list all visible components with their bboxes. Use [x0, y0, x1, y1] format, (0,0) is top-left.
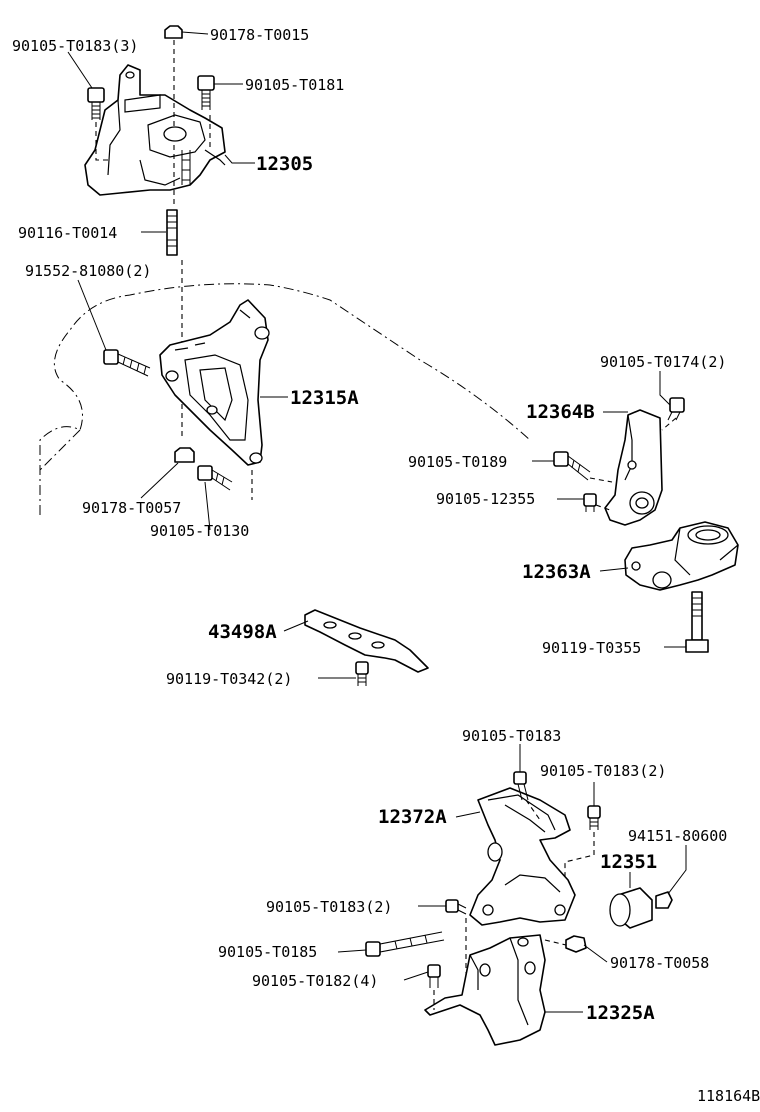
label-90105-T0183-lower: 90105-T0183 [462, 727, 561, 745]
label-90105-T0183-3: 90105-T0183(3) [12, 37, 138, 55]
plate-43498A[interactable] [304, 609, 429, 673]
label-12351: 12351 [600, 851, 657, 873]
align-line-rear-1 [595, 504, 611, 511]
bracket-12325A[interactable] [424, 934, 546, 1046]
stud-center [181, 150, 191, 185]
bracket-12372A[interactable] [469, 787, 576, 926]
diagram-id: 118164B [697, 1087, 760, 1105]
bolt-90105-T0189[interactable] [553, 451, 591, 481]
nut-94151-80600[interactable] [655, 891, 673, 909]
label-90105-T0182-4: 90105-T0182(4) [252, 972, 378, 990]
bolt-90105-T0174[interactable] [667, 397, 685, 421]
bolt-90105-12355[interactable] [583, 493, 597, 512]
label-90105-T0174-2: 90105-T0174(2) [600, 353, 726, 371]
bolt-91552-81080[interactable] [103, 349, 151, 377]
label-91552-81080-2: 91552-81080(2) [25, 262, 151, 280]
bolt-90105-T0183-lower[interactable] [513, 771, 529, 801]
align-line-lower-1 [564, 832, 595, 880]
nut-90178-T0057[interactable] [174, 447, 195, 463]
label-90119-T0355: 90119-T0355 [542, 639, 641, 657]
bolt-90105-T0183-upper[interactable] [87, 87, 105, 120]
align-line-rear-3 [589, 477, 613, 483]
label-90105-T0189: 90105-T0189 [408, 453, 507, 471]
label-90178-T0015: 90178-T0015 [210, 26, 309, 44]
engine-outline-left [39, 429, 81, 471]
label-90105-12355: 90105-12355 [436, 490, 535, 508]
label-12364B: 12364B [526, 401, 595, 423]
bolt-90119-T0355[interactable] [685, 591, 709, 653]
label-90105-T0183-2-upper: 90105-T0183(2) [540, 762, 666, 780]
label-90119-T0342-2: 90119-T0342(2) [166, 670, 292, 688]
bolt-90105-T0185[interactable] [365, 931, 445, 957]
align-line-lower-4 [525, 799, 567, 946]
nut-90178-T0015[interactable] [164, 25, 183, 39]
label-90105-T0181: 90105-T0181 [245, 76, 344, 94]
stud-90116-T0014[interactable] [166, 209, 178, 256]
leader-lines [67, 31, 687, 1013]
bolt-90105-T0130[interactable] [197, 465, 233, 491]
engine-outline [39, 283, 531, 515]
bolt-90105-T0183-2-left[interactable] [445, 899, 467, 915]
label-90105-T0185: 90105-T0185 [218, 943, 317, 961]
nut-90178-T0058[interactable] [565, 935, 587, 953]
engine-mount-bracket-12315A[interactable] [159, 299, 270, 466]
label-12305: 12305 [256, 153, 313, 175]
bolt-90119-T0342[interactable] [355, 661, 369, 686]
label-43498A: 43498A [208, 621, 277, 643]
label-94151-80600: 94151-80600 [628, 827, 727, 845]
bolt-90105-T0183-2-right[interactable] [587, 805, 601, 830]
rear-mount-12363A[interactable] [624, 521, 739, 591]
bushing-12351[interactable] [609, 887, 653, 929]
mount-bracket-12364B[interactable] [604, 409, 663, 526]
label-90178-T0057: 90178-T0057 [82, 499, 181, 517]
label-12372A: 12372A [378, 806, 447, 828]
label-12325A: 12325A [586, 1002, 655, 1024]
align-line-left [95, 122, 112, 161]
bolt-90105-T0181[interactable] [197, 75, 215, 110]
bolt-90105-T0182[interactable] [427, 964, 441, 988]
align-line-rear-2 [661, 417, 677, 431]
label-90105-T0183-2-left: 90105-T0183(2) [266, 898, 392, 916]
label-12363A: 12363A [522, 561, 591, 583]
label-90116-T0014: 90116-T0014 [18, 224, 117, 242]
label-90178-T0058: 90178-T0058 [610, 954, 709, 972]
label-12315A: 12315A [290, 387, 359, 409]
label-90105-T0130: 90105-T0130 [150, 522, 249, 540]
